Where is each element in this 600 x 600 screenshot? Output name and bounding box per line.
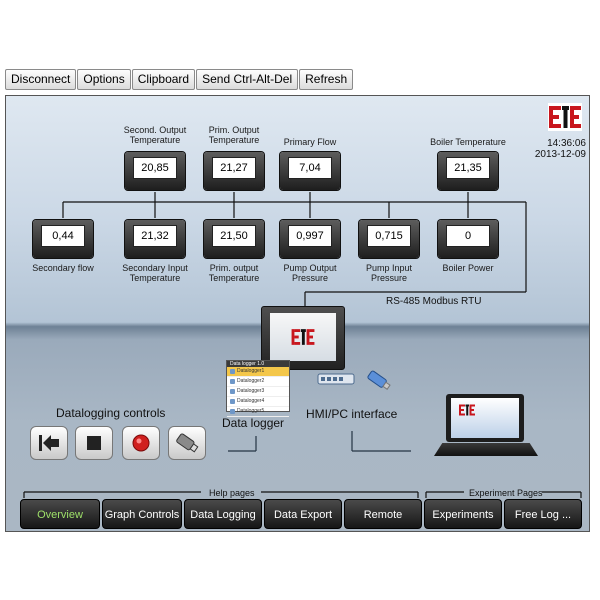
pump-output-pressure-gauge: 0,997 [280,220,340,258]
laptop-keyboard-base [434,443,538,456]
gauge-value: 0 [446,225,490,247]
tab-free-log[interactable]: Free Log ... [504,499,582,529]
tab-data-export[interactable]: Data Export [264,499,342,529]
data-logger-label: Data logger [222,416,285,430]
list-item: Datalogger2 [227,377,289,387]
gauge-value: 21,27 [212,157,256,179]
prim-output-temperature-2-gauge: 21,50 [204,220,264,258]
tab-data-logging[interactable]: Data Logging [184,499,262,529]
options-button[interactable]: Options [77,69,131,90]
prim-output-temperature-gauge: 21,27 [204,152,264,190]
datalogging-controls-label: Datalogging controls [56,406,166,420]
hmi-logo-icon [291,329,315,345]
stop-icon [87,436,101,450]
gauge-value: 21,50 [212,225,256,247]
rs485-label: RS-485 Modbus RTU [386,296,482,307]
gauge-value: 7,04 [288,157,332,179]
prim-output-temperature-label: Prim. Output Temperature [208,125,260,145]
second-output-temperature-label: Second. Output Temperature [123,125,187,145]
back-icon [39,435,59,451]
gauge-value: 0,44 [41,225,85,247]
record-button[interactable] [122,426,160,460]
boiler-temperature-label: Boiler Temperature [430,137,506,147]
laptop-logo-icon [459,404,475,416]
second-output-temperature-gauge: 20,85 [125,152,185,190]
gauge-value: 21,35 [446,157,490,179]
list-item: Datalogger1 [227,367,289,377]
usb-drive-icon [176,433,199,453]
secondary-flow-gauge: 0,44 [33,220,93,258]
gauge-value: 0,997 [288,225,332,247]
usb-export-button[interactable] [168,426,206,460]
boiler-power-gauge: 0 [438,220,498,258]
help-pages-group-label: Help pages [209,488,255,498]
secondary-flow-label: Secondary flow [32,263,94,273]
data-logger-window: Data logger 1.0 Datalogger1 Datalogger2 … [226,360,290,417]
refresh-button[interactable]: Refresh [299,69,354,90]
send-ctrl-alt-del-button[interactable]: Send Ctrl-Alt-Del [196,69,299,90]
pump-input-pressure-gauge: 0,715 [359,220,419,258]
boiler-power-label: Boiler Power [442,263,494,273]
prim-output-temperature-2-label: Prim. output Temperature [208,263,260,283]
stop-button[interactable] [75,426,113,460]
boiler-temperature-gauge: 21,35 [438,152,498,190]
hmi-pc-interface-label: HMI/PC interface [306,407,398,421]
tab-remote-control[interactable]: Remote Control [344,499,422,529]
gauge-value: 20,85 [133,157,177,179]
gauge-value: 0,715 [367,225,411,247]
pump-input-pressure-label: Pump Input Pressure [365,263,413,283]
list-item: Datalogger3 [227,387,289,397]
company-logo [548,103,582,131]
back-button[interactable] [30,426,68,460]
remote-session-toolbar: Disconnect Options Clipboard Send Ctrl-A… [5,69,354,90]
data-logger-window-title: Data logger 1.0 [227,361,289,367]
record-icon [132,434,150,452]
primary-flow-gauge: 7,04 [280,152,340,190]
laptop-icon [446,394,524,442]
list-item: Datalogger5 [227,407,289,417]
network-switch-icon [317,373,355,385]
secondary-input-temperature-gauge: 21,32 [125,220,185,258]
clipboard-button[interactable]: Clipboard [131,69,196,90]
tab-graph-controls[interactable]: Graph Controls [102,499,182,529]
tab-experiments[interactable]: Experiments [424,499,502,529]
secondary-input-temperature-label: Secondary Input Temperature [122,263,188,283]
gauge-value: 21,32 [133,225,177,247]
tab-overview[interactable]: Overview [20,499,100,529]
pump-output-pressure-label: Pump Output Pressure [283,263,337,283]
list-item: Datalogger4 [227,397,289,407]
usb-stick-icon [367,370,391,390]
clock-date: 2013-12-09 [534,149,586,160]
disconnect-button[interactable]: Disconnect [5,69,77,90]
wiring-diagram [23,192,582,498]
clock-time: 14:36:06 [547,138,586,149]
experiment-pages-group-label: Experiment Pages [469,488,543,498]
hmi-panel-device [261,306,345,370]
scada-overview-panel: 14:36:06 2013-12-09 Second. Output Tempe… [5,95,590,532]
primary-flow-label: Primary Flow [283,137,337,147]
